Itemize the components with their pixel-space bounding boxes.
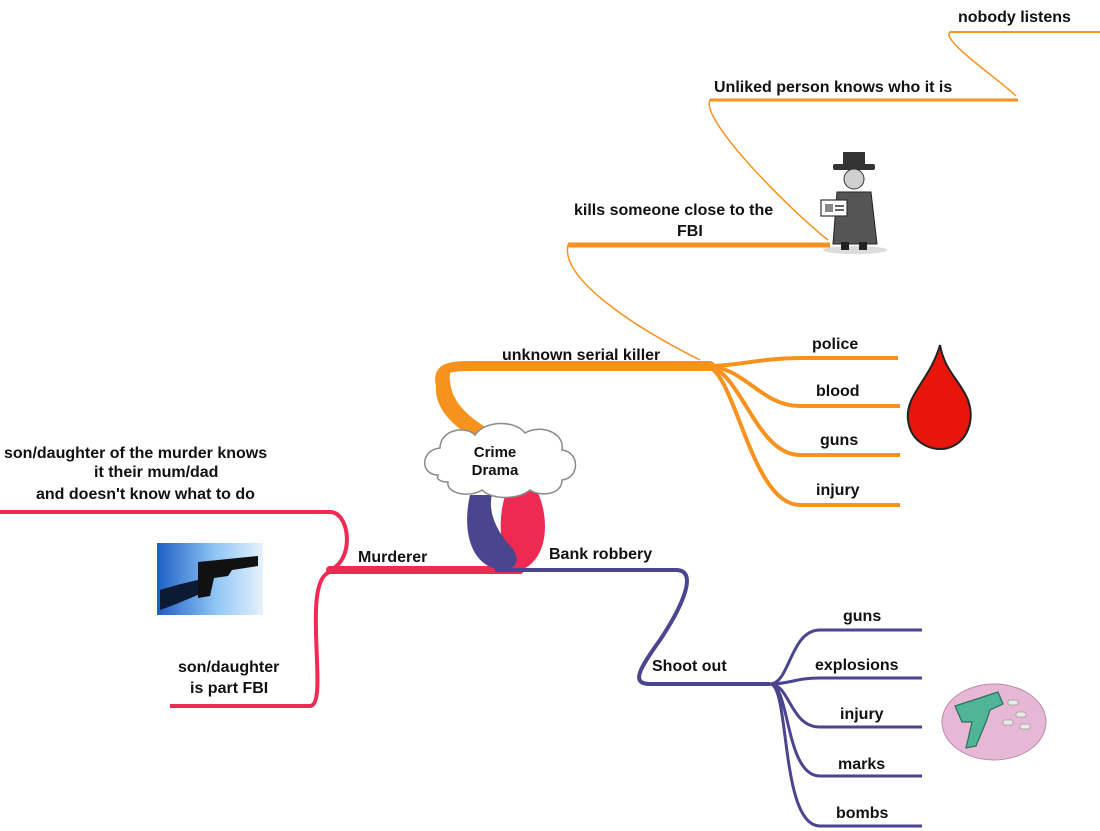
label-shoot-out: Shoot out: [652, 658, 727, 675]
label-police: police: [812, 336, 858, 353]
gun-and-bullets-icon: [941, 683, 1047, 761]
spy-figure-icon: [820, 152, 887, 254]
orange-edge-police: [704, 356, 898, 368]
purple-edge-bombs: [769, 682, 922, 828]
label-son-daughter-fbi-2: is part FBI: [190, 680, 268, 697]
label-explosions: explosions: [815, 657, 899, 674]
orange-connector-fill: [435, 372, 490, 436]
orange-edge-injury: [704, 364, 900, 507]
label-unliked-person: Unliked person knows who it is: [714, 79, 952, 96]
label-blood: blood: [816, 383, 860, 400]
label-son-daughter-knows-2: it their mum/dad: [94, 464, 218, 481]
label-murderer: Murderer: [358, 549, 427, 566]
label-marks: marks: [838, 756, 885, 773]
label-injury-2: injury: [840, 706, 884, 723]
center-label-line2: Drama: [472, 462, 519, 479]
label-kills-someone: kills someone close to the: [574, 202, 773, 219]
label-guns-2: guns: [843, 608, 881, 625]
center-cloud: Crime Drama: [424, 422, 577, 499]
label-fbi: FBI: [677, 223, 703, 240]
label-bank-robbery: Bank robbery: [549, 546, 652, 563]
label-unknown-serial-killer: unknown serial killer: [502, 347, 660, 364]
orange-edge-guns: [704, 364, 900, 457]
purple-loop: [467, 495, 517, 571]
orange-edge-unliked: [708, 99, 1018, 241]
purple-edge-guns: [769, 628, 922, 686]
purple-main-line: [495, 568, 770, 686]
blood-drop-icon: [906, 344, 972, 450]
label-son-daughter-knows-3: and doesn't know what to do: [36, 486, 255, 503]
center-label-line1: Crime: [474, 444, 517, 461]
branch-bank-robbery: Bank robbery Shoot out guns explosions i…: [467, 495, 922, 828]
orange-edge-nobody: [948, 31, 1100, 97]
orange-edge-kills: [566, 244, 830, 361]
label-son-daughter-fbi-1: son/daughter: [178, 659, 279, 676]
purple-edge-explosions: [769, 676, 922, 686]
branch-murderer: Murderer son/daughter of the murder know…: [0, 445, 545, 708]
label-son-daughter-knows-1: son/daughter of the murder knows: [4, 445, 267, 462]
label-guns: guns: [820, 432, 858, 449]
cloud-shape: [424, 422, 577, 499]
label-injury: injury: [816, 482, 860, 499]
red-edge-top: [0, 510, 349, 572]
branch-unknown-serial-killer: unknown serial killer police blood guns …: [434, 9, 1100, 507]
label-nobody-listens: nobody listens: [958, 9, 1071, 26]
label-bombs: bombs: [836, 805, 889, 822]
orange-edge-blood: [704, 364, 900, 408]
handgun-photo-icon: [157, 543, 263, 615]
red-edge-bottom: [170, 570, 331, 708]
